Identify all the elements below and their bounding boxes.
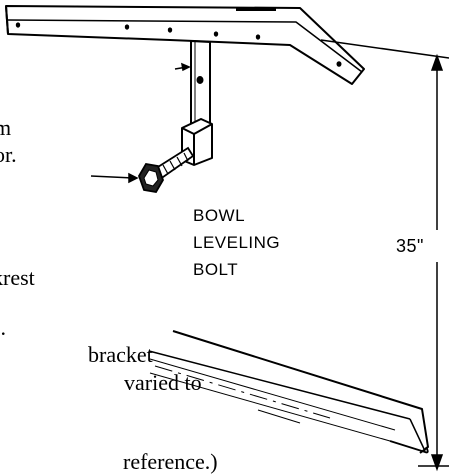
- bowl-leveling-bolt-label-line1: BOWL: [193, 206, 246, 225]
- top-rail: [5, 5, 365, 85]
- text-fragment: s.: [0, 315, 7, 340]
- dimension-line: [320, 39, 449, 472]
- bolt-pointer-arrow: [90, 172, 139, 184]
- text-fragment: varied to: [124, 370, 202, 395]
- height-dimension-label: 35": [396, 236, 424, 256]
- base-rail: [148, 330, 429, 454]
- text-fragment: bracket: [88, 342, 153, 367]
- leveling-bolt: [138, 146, 195, 193]
- text-fragment: reference.): [123, 449, 218, 474]
- text-fragment: or.: [0, 142, 17, 167]
- bowl-leveling-bolt-label-line3: BOLT: [193, 260, 239, 279]
- rail-holes: [15, 8, 342, 67]
- arm-pointer-arrow: [174, 62, 191, 72]
- bowl-leveling-bolt-label-line2: LEVELING: [193, 233, 281, 252]
- text-fragment: m: [0, 115, 12, 140]
- text-fragment: krest: [0, 265, 35, 290]
